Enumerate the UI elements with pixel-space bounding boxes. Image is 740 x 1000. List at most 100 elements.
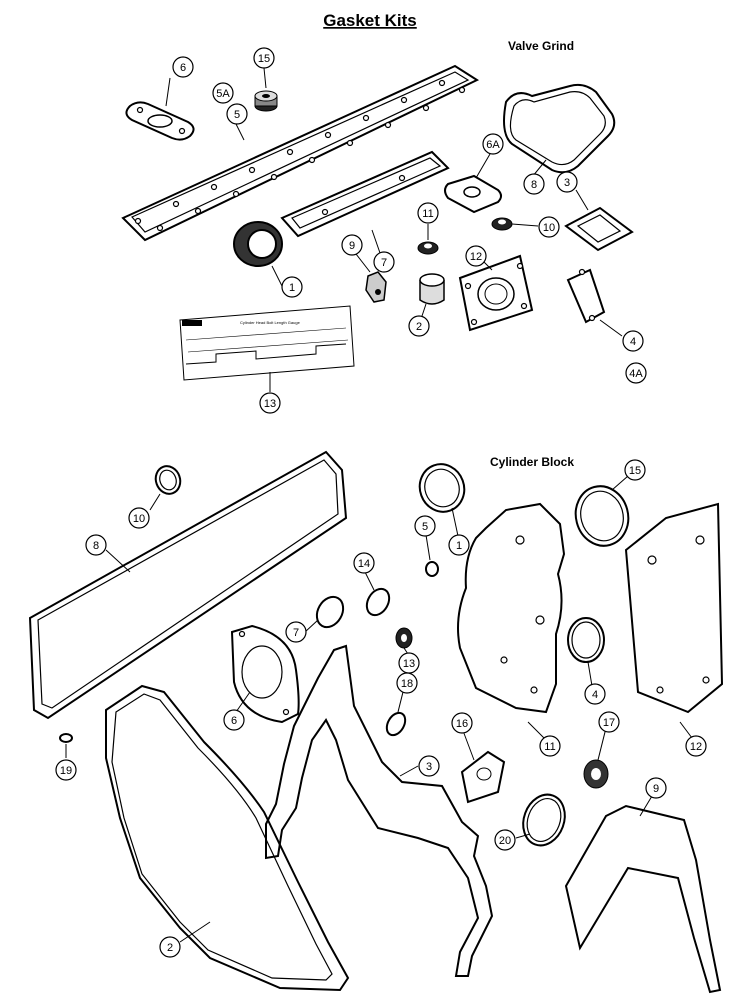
callout-cb-6: 6 [223,709,245,731]
cb-oring-18 [385,711,407,737]
callout-label: 8 [531,179,537,191]
callout-cb-17: 17 [598,711,620,733]
callout-label: 5A [216,88,230,100]
section-label-cylinder-block: Cylinder Block [490,455,574,469]
callout-label: 14 [358,558,370,570]
callout-cb-18: 18 [396,672,418,694]
cb-oil-cooler-gasket [624,502,724,714]
callout-label: 5 [422,521,428,533]
callout-cb-13: 13 [398,652,420,674]
callout-cb-12: 12 [685,735,707,757]
callout-vg-5a: 5A [212,82,234,104]
callout-cb-2: 2 [159,936,181,958]
callout-label: 16 [456,718,468,730]
callout-vg-7: 7 [373,251,395,273]
vg-grommet [254,90,278,112]
callout-cb-16: 16 [451,712,473,734]
callout-cb-4: 4 [584,683,606,705]
callout-vg-4: 4 [622,330,644,352]
cb-rear-housing-gasket [564,804,722,994]
callout-vg-10: 10 [538,216,560,238]
vg-outlet-gasket [566,268,606,324]
vg-seal-washer-10 [491,217,513,231]
cb-flange-gasket [230,624,300,724]
cb-oring-15 [574,485,630,547]
callout-cb-5: 5 [414,515,436,537]
cb-oring-4 [567,617,605,663]
callout-label: 6A [486,139,500,151]
cb-gear-housing-gasket [105,684,350,992]
cb-water-inlet-gasket [460,750,506,804]
callout-vg-6: 6 [172,56,194,78]
callout-label: 4 [630,336,636,348]
callout-label: 19 [60,765,72,777]
cb-leaders [65,475,693,943]
vg-breather-connector [365,271,387,303]
callout-cb-14: 14 [353,552,375,574]
callout-label: 15 [629,465,641,477]
callout-cb-8: 8 [85,534,107,556]
callout-vg-6a: 6A [482,133,504,155]
cb-seal-washer-17 [583,759,609,789]
callout-label: 1 [456,540,462,552]
cb-oring-1 [418,463,466,513]
callout-label: 9 [653,783,659,795]
callout-label: 6 [231,715,237,727]
callout-label: 6 [180,62,186,74]
cb-front-plate-gasket [457,502,566,714]
section-label-valve-grind: Valve Grind [508,39,574,53]
cb-oring-10 [154,465,182,495]
callout-label: 12 [690,741,702,753]
callout-cb-15: 15 [624,459,646,481]
callout-cb-3: 3 [418,755,440,777]
callout-label: 20 [499,835,511,847]
callout-vg-15: 15 [253,47,275,69]
cb-oring-7 [315,595,345,629]
callout-label: 9 [349,240,355,252]
cb-oring-14 [365,587,391,617]
callout-cb-10: 10 [128,507,150,529]
callout-label: 4A [629,368,643,380]
vg-manifold-gasket [458,254,534,332]
callout-label: 17 [603,717,615,729]
callout-vg-2: 2 [408,315,430,337]
callout-label: 3 [426,761,432,773]
bolt-gauge-label: Cylinder Head Bolt Length Gauge [240,320,301,325]
callout-label: 13 [403,658,415,670]
callout-cb-11: 11 [539,735,561,757]
page-title: Gasket Kits [323,11,417,30]
cb-oring-20 [522,793,566,847]
callout-label: 8 [93,540,99,552]
callout-label: 5 [234,109,240,121]
callout-vg-9: 9 [341,234,363,256]
callout-vg-5: 5 [226,103,248,125]
cb-oring-19 [59,733,73,743]
vg-valve-cover-gasket [121,64,480,242]
callout-cb-7: 7 [285,621,307,643]
callout-cb-9: 9 [645,777,667,799]
cb-pan-gasket [28,450,348,720]
callout-label: 1 [289,282,295,294]
cb-washer-13 [395,627,413,649]
vg-rocker-gasket [503,83,616,174]
callout-vg-11: 11 [417,202,439,224]
vg-exhaust-flange-gasket [125,101,195,141]
callout-vg-12: 12 [465,245,487,267]
vg-thermostat-gasket [444,174,502,214]
cb-timing-cover-gasket [265,644,494,977]
callout-label: 15 [258,53,270,65]
callout-cb-20: 20 [494,829,516,851]
callout-vg-1: 1 [281,276,303,298]
callout-label: 10 [543,222,555,234]
vg-cup-plug [419,273,445,305]
callout-vg-4a: 4A [625,362,647,384]
vg-plate-gasket [564,206,634,252]
callout-label: 2 [416,321,422,333]
callout-label: 7 [381,257,387,269]
callout-label: 13 [264,398,276,410]
callout-label: 2 [167,942,173,954]
callout-label: 3 [564,177,570,189]
vg-bolt-gauge-card: Cylinder Head Bolt Length Gauge [179,305,355,381]
cb-oring-5 [425,561,439,577]
